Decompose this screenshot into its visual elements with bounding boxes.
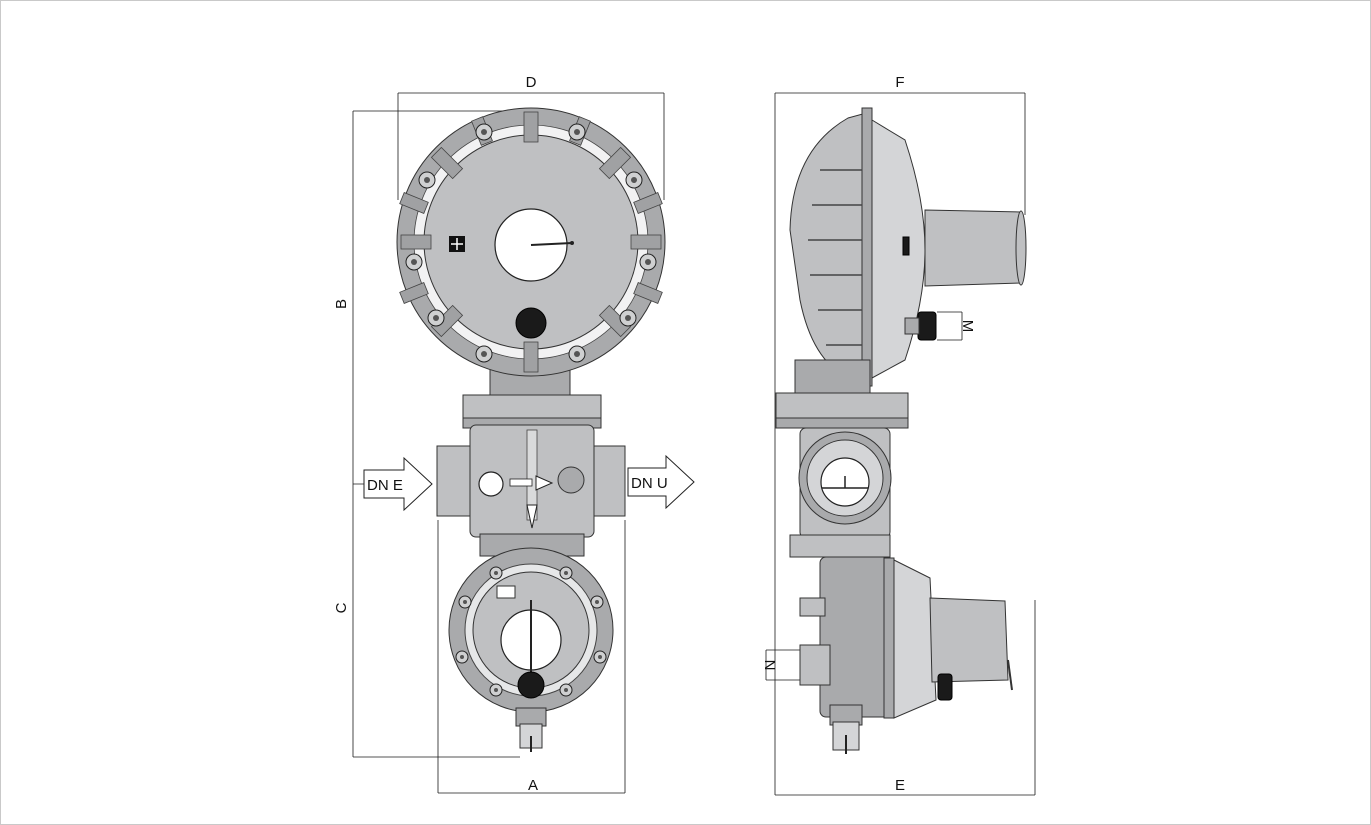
label-f: F (895, 74, 904, 91)
inlet-arrow: DN E (363, 456, 433, 512)
secondary-housing (448, 547, 614, 752)
valve-body (436, 424, 626, 557)
side-view: F E M N (761, 74, 1036, 796)
dimension-e: E (774, 400, 1036, 796)
side-port-n (799, 644, 831, 686)
dimension-f: F (774, 74, 1026, 400)
label-inlet: DN E (367, 477, 403, 494)
side-valve-body (789, 427, 892, 558)
label-b: B (333, 299, 350, 309)
dimension-b-c: B C (333, 110, 520, 758)
main-diaphragm-housing (396, 107, 666, 377)
dimension-n: N (761, 649, 800, 681)
dimension-a: A (437, 520, 626, 794)
label-d: D (526, 74, 537, 91)
side-main-housing (789, 107, 1027, 387)
front-view: D B C A (333, 74, 695, 794)
secondary-vent-plug (517, 671, 545, 699)
label-n: N (761, 660, 778, 671)
housing-bolts (405, 123, 657, 363)
side-breather-horn (924, 209, 1023, 287)
label-a: A (528, 777, 538, 794)
label-m: M (959, 320, 976, 333)
side-secondary-housing (799, 556, 1013, 754)
label-e: E (895, 777, 905, 794)
dimension-m: M (937, 311, 976, 341)
side-port-m (917, 311, 937, 341)
label-outlet: DN U (631, 475, 668, 492)
label-c: C (333, 602, 350, 613)
outlet-arrow: DN U (627, 454, 695, 510)
vent-plug (515, 307, 547, 339)
